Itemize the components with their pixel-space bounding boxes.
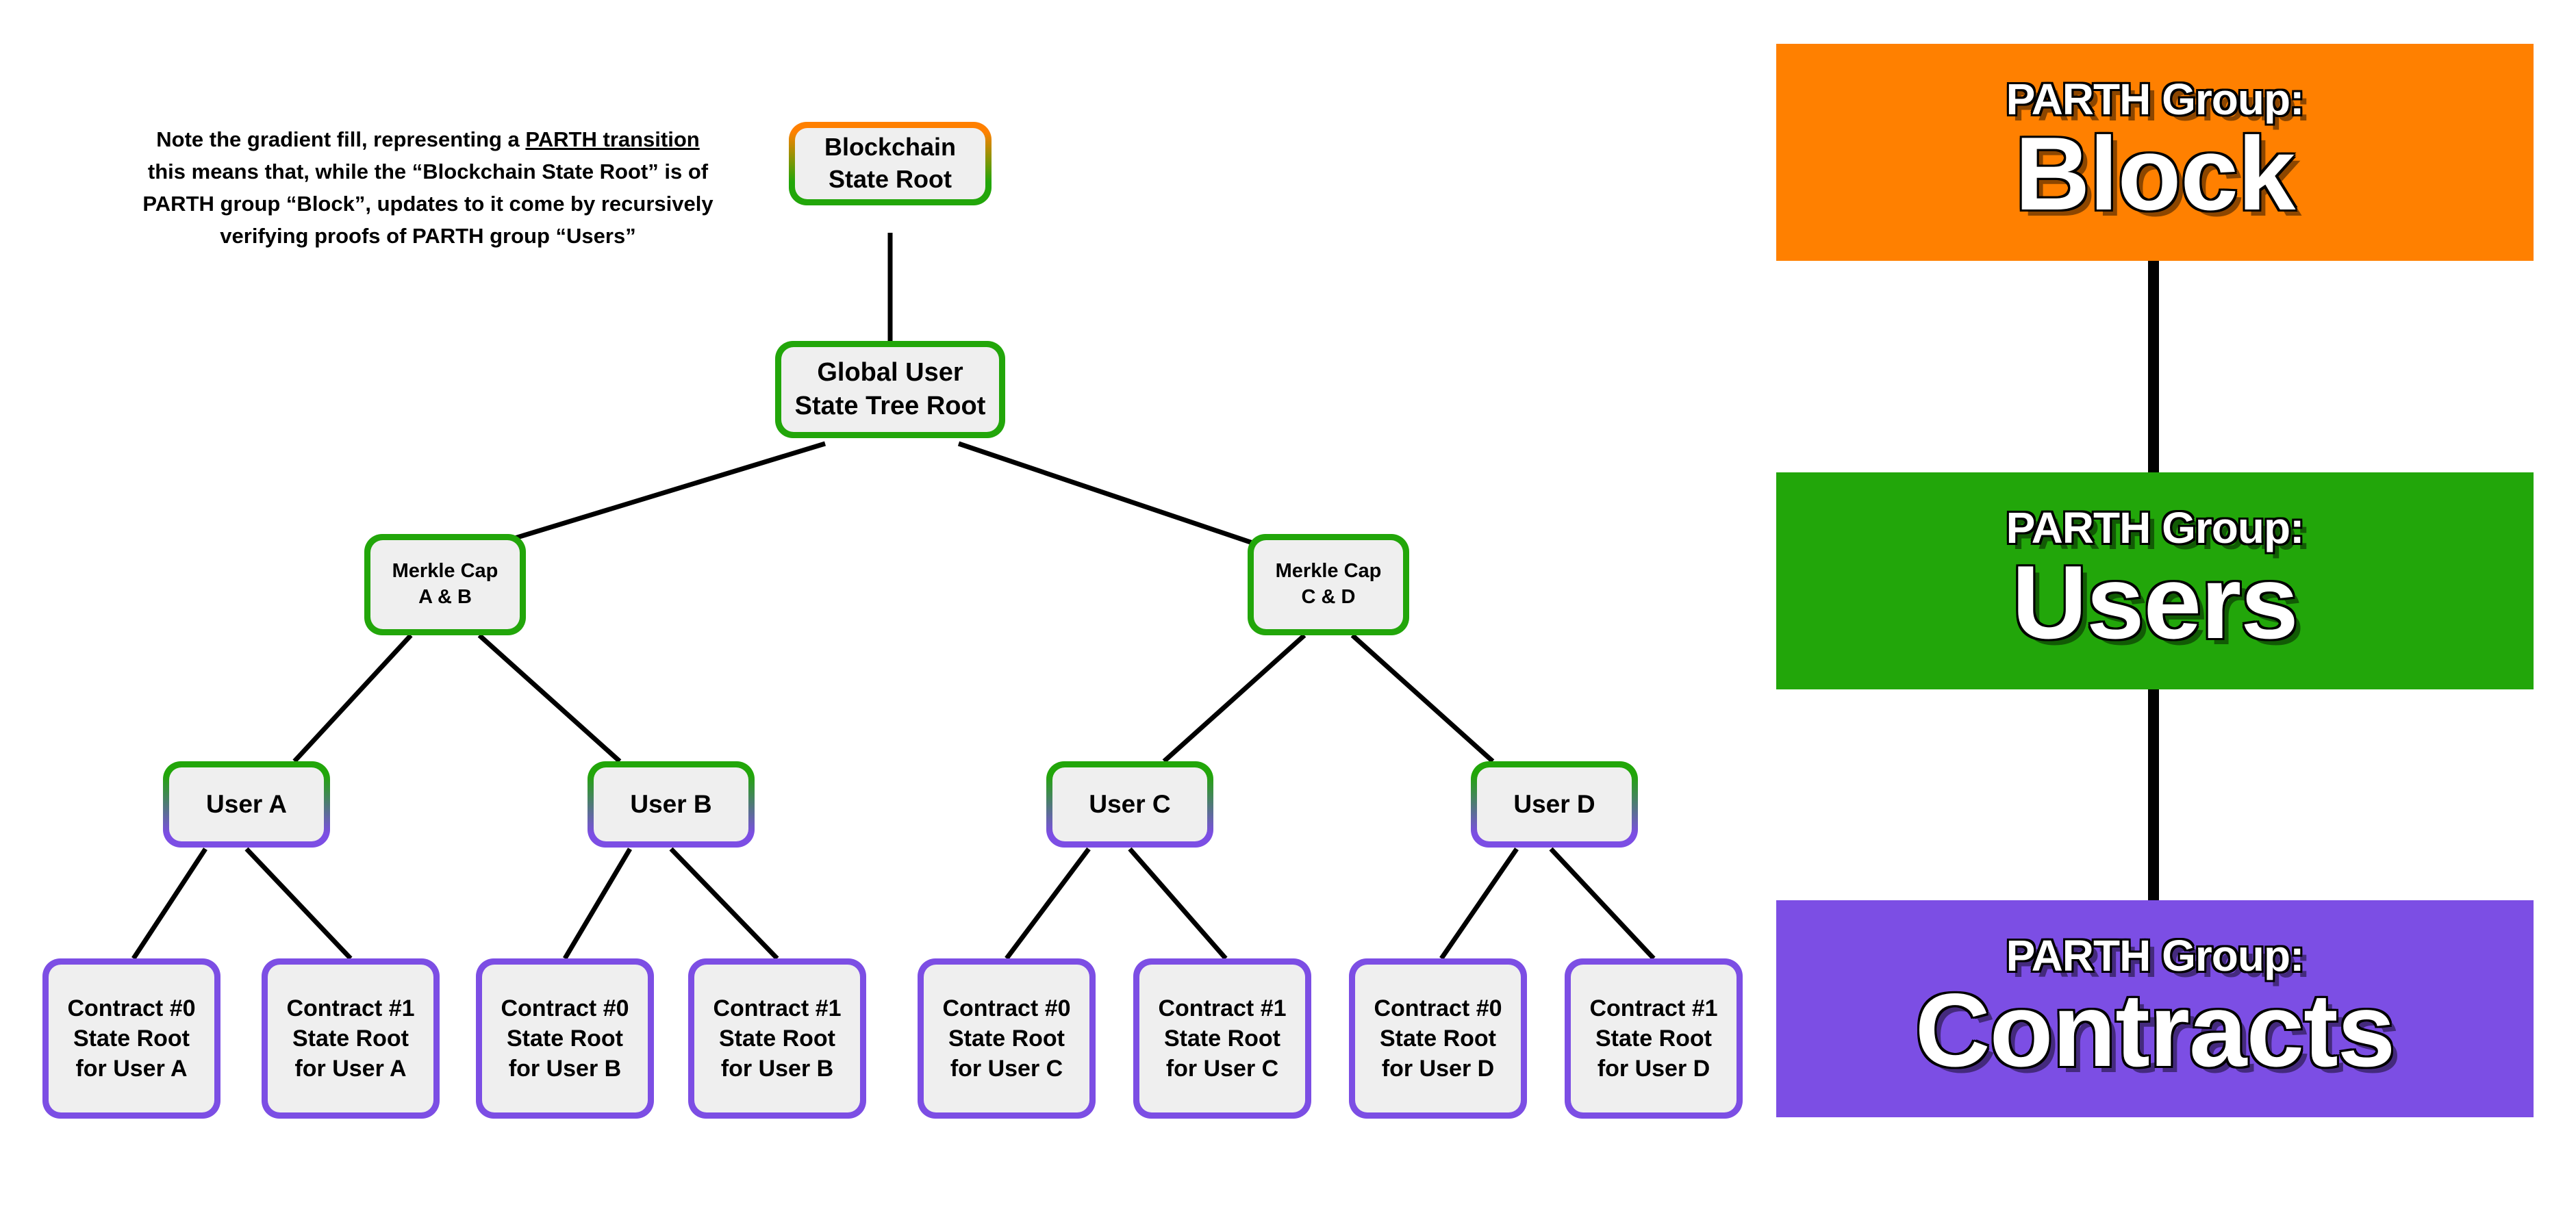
- node-user-d[interactable]: User D: [1471, 761, 1638, 848]
- node-contract-0-user-a[interactable]: Contract #0 State Root for User A: [42, 958, 220, 1119]
- edge-userA-c1: [244, 847, 353, 960]
- edge-capAB-userB: [477, 633, 622, 763]
- node-label-line2: State Root: [1595, 1025, 1712, 1052]
- node-label-line1: Merkle Cap: [1275, 560, 1382, 583]
- edge-userB-c0: [562, 848, 633, 960]
- legend-panel-block[interactable]: PARTH Group: Block: [1776, 44, 2534, 261]
- node-contract-0-user-b-body: Contract #0 State Root for User B: [482, 965, 648, 1112]
- node-label-line3: for User B: [508, 1056, 622, 1082]
- node-contract-0-user-c[interactable]: Contract #0 State Root for User C: [918, 958, 1096, 1119]
- node-label-line2: State Root: [719, 1025, 835, 1052]
- node-contract-1-user-a-body: Contract #1 State Root for User A: [268, 965, 433, 1112]
- node-blockchain-state-root-body: Blockchain State Root: [795, 128, 985, 199]
- node-label-line3: for User C: [1165, 1056, 1279, 1082]
- node-global-user-state-tree-root[interactable]: Global User State Tree Root: [775, 341, 1005, 438]
- node-merkle-cap-cd-body: Merkle Cap C & D: [1254, 540, 1403, 629]
- node-user-c[interactable]: User C: [1046, 761, 1213, 848]
- node-label-line2: State Root: [73, 1025, 190, 1052]
- edge-global-capCD: [957, 441, 1268, 550]
- node-contract-0-user-d[interactable]: Contract #0 State Root for User D: [1349, 958, 1527, 1119]
- node-merkle-cap-ab-body: Merkle Cap A & B: [370, 540, 520, 629]
- node-user-b[interactable]: User B: [588, 761, 755, 848]
- node-label-line3: for User A: [294, 1056, 407, 1082]
- node-label-line2: State Root: [292, 1025, 409, 1052]
- node-blockchain-state-root[interactable]: Blockchain State Root: [789, 122, 992, 205]
- node-contract-1-user-d-body: Contract #1 State Root for User D: [1571, 965, 1737, 1112]
- node-label-line3: for User C: [950, 1056, 1063, 1082]
- note-line-1: Note the gradient fill, representing a P…: [82, 123, 774, 155]
- node-label-line1: Contract #1: [286, 995, 415, 1021]
- node-label-line3: for User A: [75, 1056, 188, 1082]
- note-line-2: this means that, while the “Blockchain S…: [147, 160, 709, 184]
- edge-userC-c1: [1128, 847, 1228, 960]
- node-contract-0-user-a-body: Contract #0 State Root for User A: [49, 965, 214, 1112]
- node-contract-1-user-d[interactable]: Contract #1 State Root for User D: [1565, 958, 1743, 1119]
- legend-subtitle: PARTH Group:: [2006, 502, 2305, 552]
- legend-panel-contracts[interactable]: PARTH Group: Contracts: [1776, 900, 2534, 1117]
- node-label: User D: [1513, 789, 1595, 818]
- note-parth-transition-underline: PARTH transition: [525, 127, 700, 151]
- node-label-line1: Contract #1: [713, 995, 842, 1021]
- legend-subtitle: PARTH Group:: [2006, 74, 2305, 124]
- edge-capCD-userD: [1350, 633, 1495, 763]
- node-contract-1-user-c-body: Contract #1 State Root for User C: [1139, 965, 1305, 1112]
- node-label-line3: for User D: [1381, 1056, 1495, 1082]
- edge-userD-c1: [1549, 847, 1656, 960]
- node-label-line1: Contract #0: [501, 995, 629, 1021]
- node-contract-1-user-b[interactable]: Contract #1 State Root for User B: [688, 958, 866, 1119]
- node-label-line1: Contract #1: [1589, 995, 1718, 1021]
- node-label-line3: for User B: [720, 1056, 834, 1082]
- node-user-b-body: User B: [594, 767, 748, 841]
- note-line-3: PARTH group “Block”, updates to it come …: [142, 192, 714, 216]
- legend-group-name: Block: [2015, 115, 2296, 232]
- edge-capAB-userA: [292, 633, 413, 763]
- node-label-line2: State Root: [948, 1025, 1065, 1052]
- node-label: User C: [1089, 789, 1171, 818]
- note-line-4: verifying proofs of PARTH group “Users”: [220, 224, 636, 249]
- node-merkle-cap-cd[interactable]: Merkle Cap C & D: [1248, 534, 1409, 635]
- node-merkle-cap-ab[interactable]: Merkle Cap A & B: [364, 534, 526, 635]
- node-label-line1: Blockchain: [824, 133, 957, 162]
- node-label-line2: State Root: [507, 1025, 623, 1052]
- legend-subtitle: PARTH Group:: [2006, 930, 2305, 980]
- node-user-d-body: User D: [1477, 767, 1632, 841]
- node-label-line2: State Root: [1164, 1025, 1280, 1052]
- node-user-a[interactable]: User A: [163, 761, 330, 848]
- node-contract-0-user-c-body: Contract #0 State Root for User C: [924, 965, 1089, 1112]
- node-label-line3: for User D: [1597, 1056, 1710, 1082]
- node-label-line1: Contract #0: [67, 995, 196, 1021]
- node-label: User A: [206, 789, 287, 818]
- node-label: User B: [630, 789, 712, 818]
- node-contract-0-user-d-body: Contract #0 State Root for User D: [1355, 965, 1521, 1112]
- node-global-user-state-tree-root-body: Global User State Tree Root: [781, 347, 999, 432]
- edge-userA-c0: [131, 848, 207, 960]
- node-label-line2: State Tree Root: [794, 392, 986, 420]
- node-contract-0-user-b[interactable]: Contract #0 State Root for User B: [476, 958, 654, 1119]
- legend-group-name: Contracts: [1915, 971, 2395, 1089]
- edge-userC-c0: [1005, 847, 1091, 960]
- node-label-line2: C & D: [1301, 586, 1356, 608]
- node-label-line1: Global User: [817, 357, 963, 387]
- legend-group-name: Users: [2012, 544, 2299, 661]
- node-label-line1: Contract #1: [1158, 995, 1287, 1021]
- node-label-line2: State Root: [829, 165, 952, 193]
- node-user-a-body: User A: [169, 767, 324, 841]
- node-contract-1-user-a[interactable]: Contract #1 State Root for User A: [262, 958, 440, 1119]
- edge-userB-c1: [669, 847, 779, 960]
- node-label-line2: A & B: [418, 586, 472, 608]
- note-line-1-text: Note the gradient fill, representing a: [156, 127, 526, 151]
- edge-capCD-userC: [1162, 633, 1306, 763]
- node-contract-1-user-c[interactable]: Contract #1 State Root for User C: [1133, 958, 1311, 1119]
- node-label-line1: Contract #0: [942, 995, 1071, 1021]
- edge-global-capAB: [482, 441, 826, 550]
- edge-userD-c0: [1439, 848, 1519, 960]
- node-label-line1: Merkle Cap: [392, 560, 498, 583]
- explanatory-note: Note the gradient fill, representing a P…: [82, 123, 774, 252]
- legend-panel-users[interactable]: PARTH Group: Users: [1776, 472, 2534, 689]
- node-contract-1-user-b-body: Contract #1 State Root for User B: [694, 965, 860, 1112]
- node-label-line2: State Root: [1380, 1025, 1496, 1052]
- node-user-c-body: User C: [1052, 767, 1207, 841]
- node-label-line1: Contract #0: [1374, 995, 1502, 1021]
